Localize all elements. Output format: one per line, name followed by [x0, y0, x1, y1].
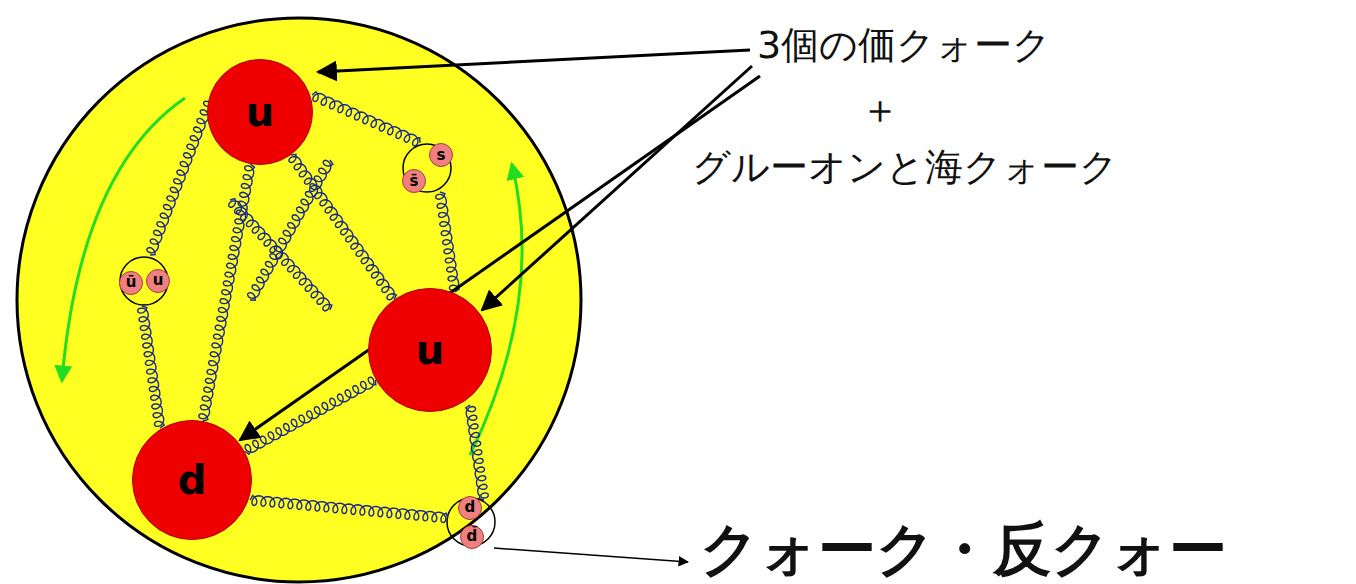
quark-label: d: [465, 500, 476, 515]
gluon-line: [199, 164, 255, 421]
gluon-line: [312, 92, 420, 146]
quark-label: s̄: [410, 174, 419, 189]
gluon-line: [248, 160, 333, 300]
quark-label: s: [437, 148, 446, 163]
leader-arrow: [318, 50, 750, 72]
sea-quark: s̄: [402, 169, 426, 193]
gluon-line: [229, 199, 332, 311]
leader-arrow: [240, 76, 760, 440]
sea-loop: [403, 144, 451, 192]
quark-label: u: [153, 273, 164, 288]
valence-quark: u: [368, 288, 492, 412]
annotation-text: 3個の価クォーク: [757, 24, 1051, 68]
proton-body: [17, 18, 581, 582]
gluon-line: [245, 377, 376, 454]
quark-label: u: [246, 92, 274, 132]
gluon-line: [147, 100, 214, 255]
sea-loop: [120, 257, 168, 305]
gluon-line: [436, 192, 460, 292]
annotation-text: グルーオンと海クォーク: [692, 146, 1118, 190]
valence-quark: d: [132, 420, 252, 540]
gluon-line: [250, 496, 448, 523]
quark-label: u: [416, 330, 444, 370]
annotation-text: ＋: [860, 86, 900, 132]
rotation-arrow: [62, 98, 185, 380]
gluon-line: [466, 405, 489, 500]
quark-label: d: [178, 460, 207, 500]
valence-quark: u: [207, 59, 313, 165]
annotation-text: クォーク・反クォー: [700, 516, 1227, 583]
gluon-line: [138, 306, 165, 428]
sea-quark: s: [429, 143, 453, 167]
leader-arrow: [494, 548, 688, 562]
sea-loop: [447, 498, 495, 546]
quark-label: ū: [126, 275, 137, 290]
sea-quark: d̄: [460, 525, 484, 549]
gluon-line: [289, 154, 397, 299]
quark-label: d̄: [467, 529, 478, 544]
